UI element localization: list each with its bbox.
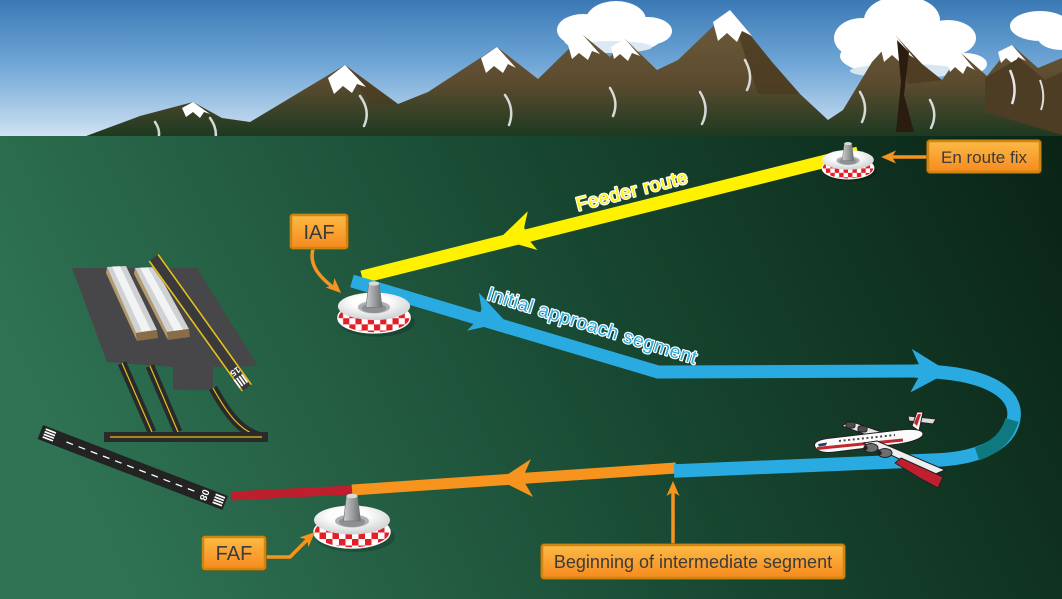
callout-box: [926, 139, 1042, 174]
mountain-range-icon: [70, 10, 1062, 148]
intermediate-segment-arrow: [351, 459, 677, 499]
callout-box: [201, 535, 267, 571]
callout-label: IAF: [303, 222, 334, 244]
foreground-ridge: [985, 58, 1062, 135]
mountain-shadows: [345, 10, 942, 104]
threshold-stripes: [233, 373, 249, 389]
final-approach-segment: [230, 485, 353, 501]
runway-15-number: 15: [228, 365, 242, 379]
cloud-icon: [1010, 11, 1062, 50]
callout-intermediate: Beginning of intermediate segment: [540, 481, 846, 580]
feeder-route-band: [360, 146, 860, 284]
runway-15: 15: [148, 254, 253, 392]
leader-line: [310, 247, 336, 290]
callout-label: Beginning of intermediate segment: [554, 552, 832, 572]
procedure-turn-arc: [673, 364, 1021, 478]
procedure-turn-shadow: [974, 417, 1019, 461]
callout-box: [540, 543, 846, 580]
hangar-building: [106, 266, 158, 341]
initial-segment-band: [350, 274, 919, 379]
callout-box: [289, 213, 349, 250]
callout-label: FAF: [216, 543, 253, 565]
callout-label: En route fix: [941, 148, 1027, 167]
callout-iaf: IAF: [289, 213, 349, 298]
snow-caps: [182, 10, 1026, 118]
callout-faf: FAF: [201, 527, 320, 571]
airport: 15 08: [37, 254, 268, 510]
hangar-building: [134, 267, 190, 340]
airplane-icon: [814, 411, 946, 489]
leader-line: [264, 534, 313, 559]
runway-08: 08: [37, 425, 228, 510]
runway-08-number: 08: [196, 488, 210, 503]
callout-en-route-fix: En route fix: [881, 139, 1042, 174]
mountain-crevice: [896, 40, 914, 132]
threshold-stripes: [42, 428, 226, 507]
taxiways: [104, 361, 268, 442]
